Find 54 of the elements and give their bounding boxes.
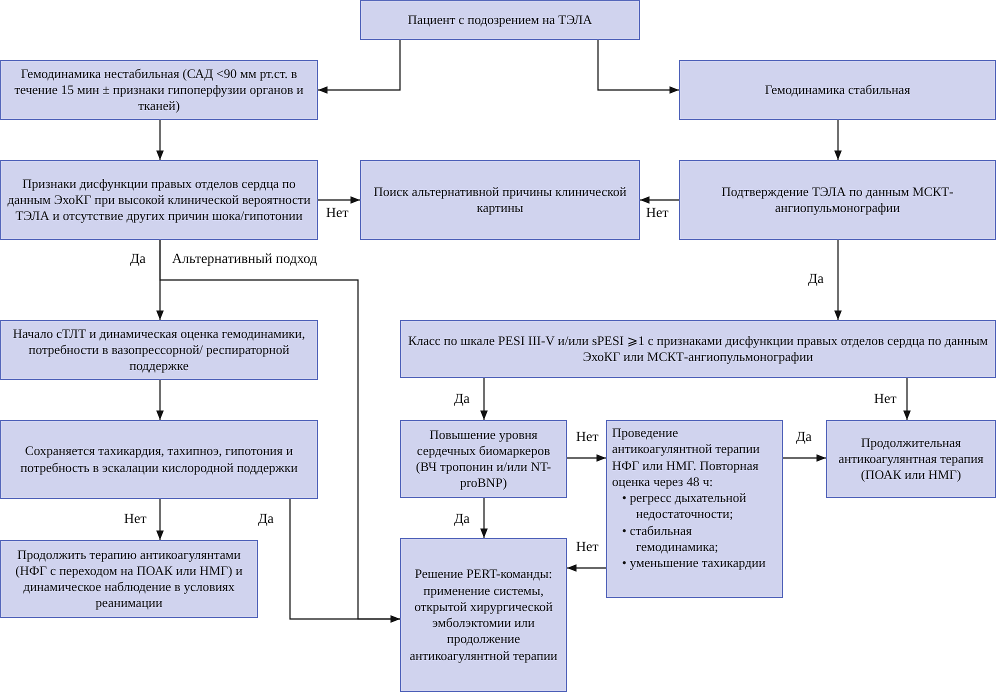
arrow: [597, 40, 679, 94]
edge-label: Да: [128, 252, 148, 269]
box-text: Сохраняется тахикардия, тахипноэ, гипотония и потребность в эскалации кислородной поддержки: [19, 443, 299, 476]
box-text: Продолжить терапию антикоагулянтами (НФГ с переходом на ПОАК или НМГ) и динамическое наблюдение в условиях реанимации: [14, 546, 244, 612]
process-box: [400, 420, 567, 498]
arrow: [156, 380, 164, 420]
box-text: Решение PERT-команды: применение системы, открытой хирургической эмболэктомии или продолжение антикоагулянтной терапии: [408, 566, 558, 664]
box-text: Гемодинамика стабильная: [764, 82, 910, 98]
box-text: Проведение антикоагулянтной терапии НФГ или НМГ. Повторная оценка через 48 ч:: [612, 425, 761, 490]
bullet-item: • регресс дыхательной недостаточности;: [621, 490, 748, 522]
edge-label: Да: [256, 512, 276, 529]
box-text: Повышение уровня сердечных биомаркеров (ВЧ тропонин и/или NT-proBNP): [414, 426, 552, 492]
edge-label: Да: [794, 430, 814, 447]
edge-label: Да: [806, 272, 826, 289]
arrow: [640, 196, 679, 204]
box-text: Гемодинамика нестабильная (САД <90 мм рт.ст. в течение 15 мин ± признаки гипоперфузии органов и тканей): [14, 66, 304, 114]
arrow: [834, 240, 842, 320]
arrow: [318, 196, 360, 204]
process-box: [679, 160, 996, 240]
box-text: Начало сТЛТ и динамическая оценка гемодинамики, потребности в вазопрессорной/ респираторной поддержке: [12, 326, 306, 374]
arrow: [318, 40, 401, 94]
process-box: [360, 0, 640, 40]
box-text: Подтверждение ТЭЛА по данным МСКТ-ангиопульмонографии: [720, 184, 954, 216]
arrow: [480, 498, 488, 538]
process-box: [0, 540, 258, 618]
edge-label: Да: [452, 512, 472, 529]
arrow: [567, 564, 606, 572]
arrow: [783, 454, 826, 462]
edge-label: Альтернативный подход: [170, 252, 320, 269]
process-box: [679, 60, 996, 120]
arrow: [567, 454, 606, 462]
arrow: [480, 378, 488, 420]
process-box: [400, 538, 567, 692]
process-box: [360, 160, 640, 240]
arrow: [289, 499, 400, 623]
bullet-item: • уменьшение тахикардии: [621, 555, 766, 572]
arrow: [156, 120, 164, 160]
box-text: Продолжительная антикоагулянтная терапия (ПОАК или НМГ): [837, 434, 985, 484]
arrow: [834, 120, 842, 160]
process-box: [826, 420, 996, 498]
process-box: [0, 60, 318, 120]
box-text: Поиск альтернативной причины клинической картины: [372, 184, 628, 216]
process-box: [0, 320, 318, 380]
process-box: [606, 420, 783, 598]
edge-label: Да: [452, 392, 472, 409]
bullet-item: • стабильная гемодинамика;: [621, 522, 720, 555]
process-box: [400, 320, 996, 378]
process-box: [0, 420, 318, 499]
arrow: [156, 499, 164, 540]
box-text: Пациент с подозрением на ТЭЛА: [408, 12, 592, 28]
box-text: Признаки дисфункции правых отделов сердца по данным ЭхоКГ при высокой клинической вероятности ТЭЛА и отсутствие других причин шока/гипотонии: [6, 176, 312, 224]
box-text: Класс по шкале PESI III-V и/или sPESI ⩾1 с признаками дисфункции правых отделов сердца по данным ЭхоКГ или МСКТ-ангиопульмонографии: [407, 332, 989, 366]
process-box: [0, 160, 318, 240]
arrow: [903, 378, 911, 420]
